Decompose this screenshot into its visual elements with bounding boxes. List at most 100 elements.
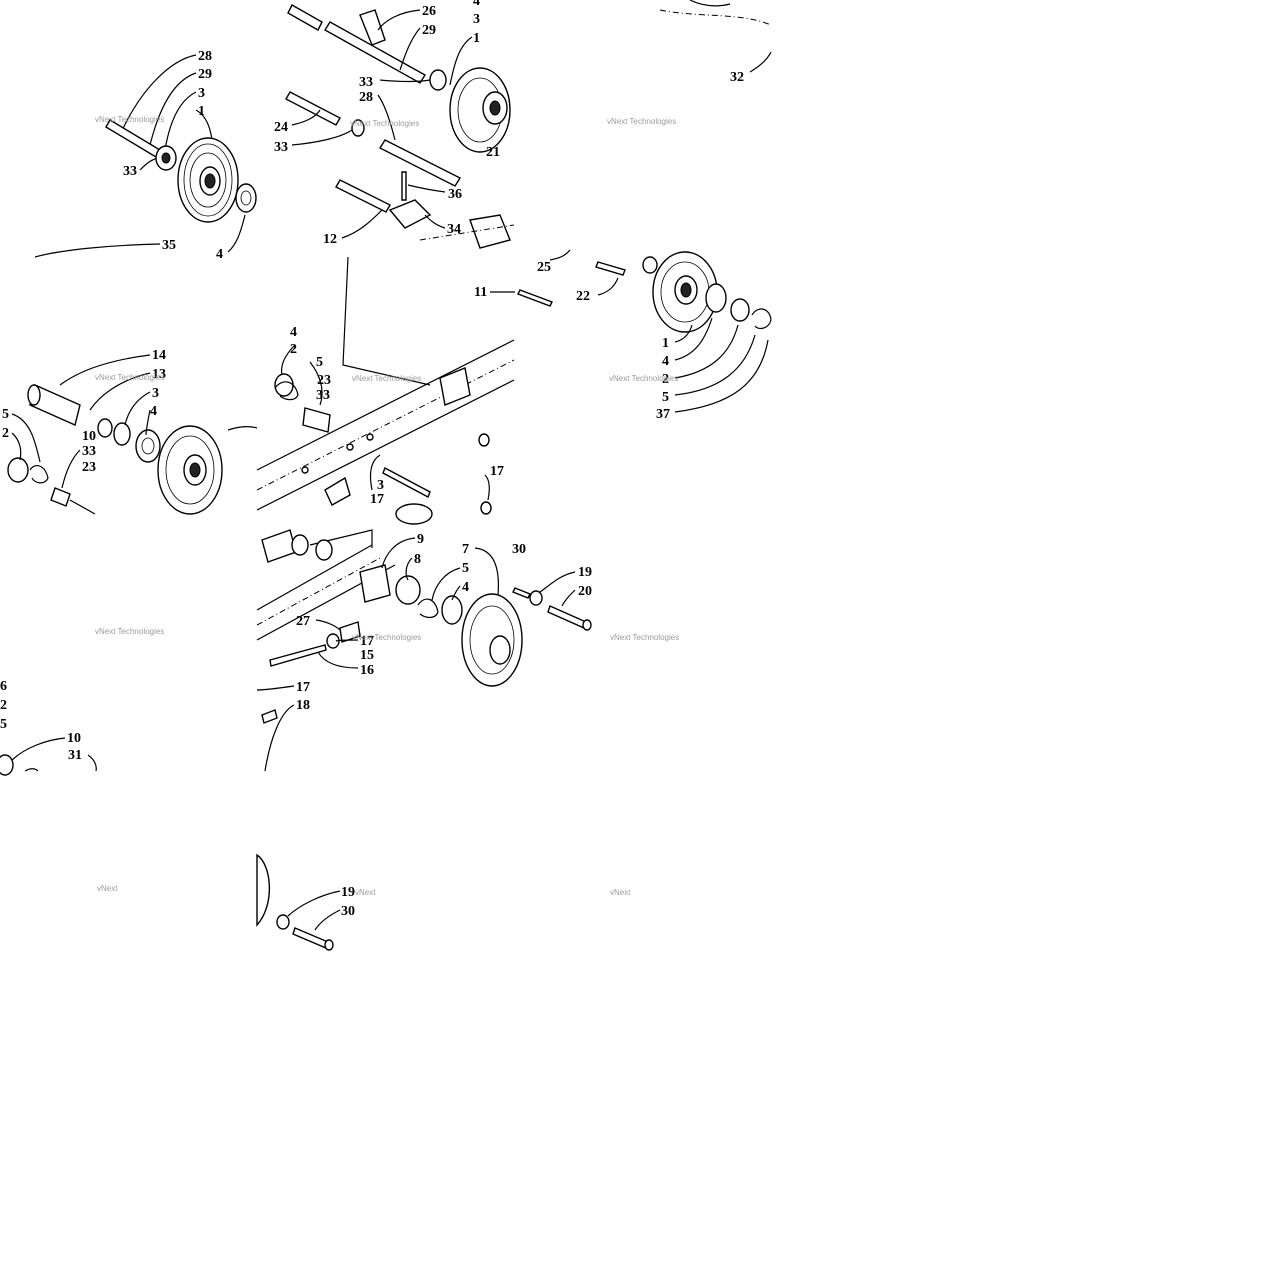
leader-line — [119, 54, 197, 136]
link-arm — [324, 476, 351, 506]
frame-hole — [346, 443, 354, 451]
leader-line — [11, 432, 22, 461]
leader-line — [484, 474, 490, 501]
tile-upper-right-fragment: 32 vNext Technologies — [607, 0, 772, 126]
bearing — [235, 183, 257, 213]
retaining-ring — [29, 464, 49, 484]
tile-rear-idler-assembly: 14 13 3 4 10 33 23 5 2 vNext Technologie… — [2, 348, 258, 515]
callout-number: 4 — [473, 0, 480, 9]
frame-rail-top — [256, 339, 515, 471]
idler-wheel-hub — [489, 635, 511, 665]
retaining-ring — [751, 308, 772, 330]
idler-wheel-bore — [680, 282, 692, 298]
leader-line — [59, 354, 151, 386]
long-shaft — [324, 21, 426, 84]
leader-line — [195, 109, 213, 141]
callout-number: 33 — [359, 75, 373, 90]
cam-housing — [359, 564, 391, 603]
bolt-head — [324, 939, 334, 951]
frame-edge — [309, 529, 373, 548]
tile-front-idler-wheel: 28 29 3 1 33 35 4 vNext Technologies — [34, 49, 257, 262]
callout-number: 1 — [662, 336, 669, 351]
leader-line — [674, 317, 713, 361]
frame-rail-bottom — [256, 379, 515, 511]
bearing — [441, 595, 463, 625]
frame-centerline — [256, 557, 381, 626]
tube — [285, 91, 341, 126]
leader-line — [309, 361, 323, 406]
callout-number: 2 — [0, 698, 7, 713]
leader-line — [424, 214, 446, 229]
callout-number: 16 — [360, 663, 374, 678]
watermark: vNext — [610, 888, 631, 897]
leader-line — [139, 157, 159, 171]
leader-line — [597, 277, 619, 296]
callout-number: 28 — [359, 90, 373, 105]
tile-upper-shaft-assembly: 4 26 3 29 1 33 28 24 33 21 36 12 34 vNex… — [274, 0, 515, 249]
bracket — [469, 214, 511, 249]
leader-line — [89, 372, 151, 411]
leader-line — [369, 454, 381, 491]
callout-number: 2 — [290, 342, 297, 357]
callout-number: 36 — [448, 187, 462, 202]
callout-number: 30 — [512, 542, 526, 557]
watermark: vNext Technologies — [607, 117, 676, 126]
callout-number: 3 — [198, 86, 205, 101]
leader-line — [335, 639, 359, 642]
leader-line — [405, 557, 413, 581]
leader-line — [399, 27, 421, 71]
idler-wheel-bore — [189, 462, 201, 478]
callout-number: 21 — [486, 145, 500, 160]
callout-number: 17 — [360, 634, 374, 649]
callout-number: 23 — [317, 373, 331, 388]
watermark: vNext — [97, 884, 118, 893]
callout-number: 13 — [152, 367, 166, 382]
callout-number: 31 — [68, 748, 82, 763]
callout-number: 33 — [274, 140, 288, 155]
callout-number: 4 — [662, 354, 669, 369]
leader-line — [291, 129, 353, 146]
callout-number: 23 — [82, 460, 96, 475]
callout-number: 37 — [656, 407, 670, 422]
leader-line — [317, 651, 359, 669]
washer — [315, 539, 333, 561]
leader-line — [539, 571, 576, 593]
leader-line — [256, 685, 295, 691]
bolt — [401, 171, 407, 201]
leader-line — [674, 339, 769, 413]
leader-line — [314, 909, 341, 931]
bolt — [517, 289, 553, 307]
leader-line — [451, 585, 461, 601]
callout-number: 20 — [578, 584, 592, 599]
clamp-block — [388, 199, 432, 229]
washer — [276, 914, 290, 930]
watermark: vNext Technologies — [609, 374, 678, 383]
tile-right-wheel-assembly: 22 1 4 2 5 37 vNext Technologies — [576, 251, 772, 422]
callout-number: 15 — [360, 648, 374, 663]
leader-line — [474, 547, 499, 596]
callout-number: 4 — [462, 580, 469, 595]
callout-number: 19 — [578, 565, 592, 580]
callout-number: 28 — [198, 49, 212, 64]
frame-centerline — [256, 359, 515, 491]
bolt-head — [582, 619, 592, 631]
washer — [291, 534, 309, 556]
idler-wheel-rim — [165, 435, 215, 505]
leader-line — [377, 9, 421, 31]
callout-number: 18 — [296, 698, 310, 713]
callout-number: 8 — [414, 552, 421, 567]
bearing-inner — [141, 437, 155, 455]
callout-number: 30 — [341, 904, 355, 919]
short-shaft — [335, 179, 391, 213]
leader-line — [264, 704, 295, 772]
nut — [480, 501, 492, 515]
callout-number: 10 — [82, 429, 96, 444]
wheel-edge — [395, 503, 433, 525]
leader-line — [87, 754, 97, 772]
bolt — [292, 927, 329, 949]
bolt-head — [261, 709, 278, 724]
callout-number: 4 — [150, 404, 157, 419]
callout-number: 2 — [662, 372, 669, 387]
shaft-line — [227, 426, 258, 431]
leader-line — [145, 409, 151, 436]
